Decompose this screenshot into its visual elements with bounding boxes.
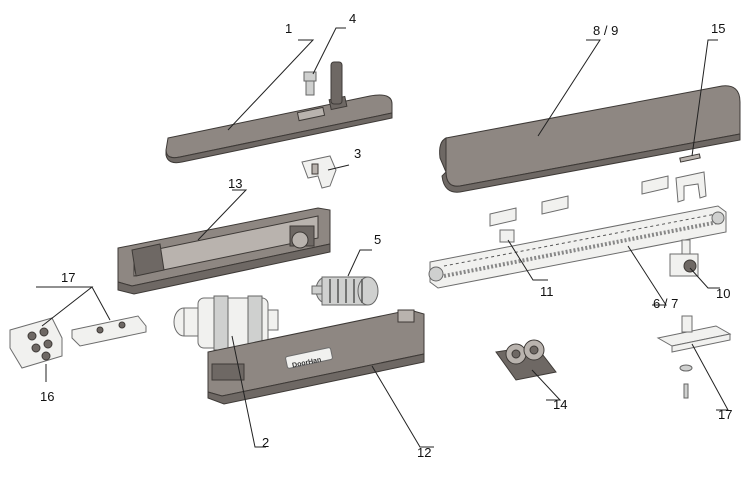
part-16-washer [41,351,51,361]
callout-13: 13 [228,176,242,191]
part-11-tab [499,229,515,243]
callout-16: 16 [40,389,54,404]
part-14-trolley [495,339,557,381]
part-8-9-rail-cover [439,85,741,193]
callout-2: 2 [262,435,269,450]
callout-8-9: 8 / 9 [593,23,618,38]
callout-6-7: 6 / 7 [653,296,678,311]
callout-3: 3 [354,146,361,161]
part-2-motor [173,295,279,351]
part-10-stopper [669,239,699,277]
part-17-left-bracket [9,315,147,369]
carriage-clips [489,175,669,227]
callout-14: 14 [553,397,567,412]
callout-15: 15 [711,21,725,36]
part-12-base-housing: DoorHan [207,309,425,405]
callout-17-right: 17 [718,407,732,422]
callout-17-left: 17 [61,270,75,285]
callout-5: 5 [374,232,381,247]
part-13-chassis [117,207,331,295]
part-15-spring-clip [675,153,707,203]
part-6-7-rail [428,205,727,289]
callout-1: 1 [285,21,292,36]
part-4-release-knob [303,61,343,105]
callout-12: 12 [417,445,431,460]
callout-10: 10 [716,286,730,301]
callout-11: 11 [540,284,554,299]
leader-lines [36,27,729,448]
part-5-gear [311,276,379,306]
callout-labels: 1 4 3 13 5 17 16 2 12 8 / 9 15 6 / 7 10 … [40,11,732,460]
callout-4: 4 [349,11,356,26]
part-17-right-arm-bracket [656,315,732,399]
part-1-top-cover [165,94,393,164]
part-3-bracket [301,155,337,189]
